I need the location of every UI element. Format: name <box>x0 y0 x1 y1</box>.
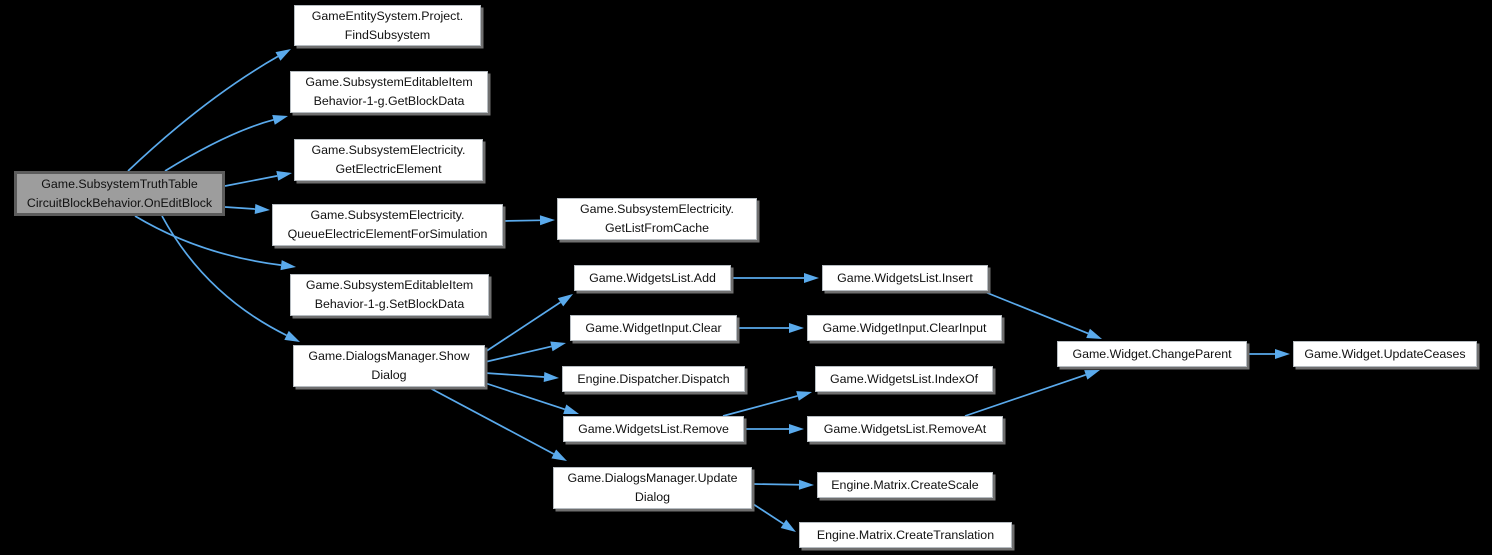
node-queue-electric-element-for-simulation[interactable]: Game.SubsystemElectricity. QueueElectric… <box>272 204 503 246</box>
arrowhead-icon <box>557 294 573 307</box>
edge-update-dialog--matrix-create-translation <box>749 501 796 532</box>
node-update-dialog[interactable]: Game.DialogsManager.Update Dialog <box>553 467 752 509</box>
edge-on-edit-block--get-electric-element <box>224 170 292 187</box>
edge-widgets-list-remove--widgets-list-index-of <box>722 391 812 417</box>
arrowhead-icon <box>275 49 291 61</box>
arrowhead-icon <box>1084 370 1100 380</box>
node-widgets-list-insert[interactable]: Game.WidgetsList.Insert <box>822 265 988 291</box>
edge-on-edit-block--get-block-data <box>164 115 288 172</box>
node-widgets-list-add[interactable]: Game.WidgetsList.Add <box>574 265 731 291</box>
edge-show-dialog--widgets-list-remove <box>484 382 579 415</box>
node-widgets-list-remove[interactable]: Game.WidgetsList.Remove <box>563 416 744 442</box>
edge-show-dialog--update-dialog <box>427 386 567 461</box>
node-show-dialog[interactable]: Game.DialogsManager.Show Dialog <box>293 345 485 387</box>
arrowhead-icon <box>789 424 804 434</box>
node-get-electric-element[interactable]: Game.SubsystemElectricity. GetElectricEl… <box>294 139 483 181</box>
node-widget-change-parent[interactable]: Game.Widget.ChangeParent <box>1057 341 1247 367</box>
node-on-edit-block: Game.SubsystemTruthTable CircuitBlockBeh… <box>14 171 225 216</box>
node-get-list-from-cache[interactable]: Game.SubsystemElectricity. GetListFromCa… <box>557 198 757 240</box>
node-get-block-data[interactable]: Game.SubsystemEditableItem Behavior-1-g.… <box>290 71 488 113</box>
edge-queue-electric-element-for-simulation--get-list-from-cache <box>502 215 555 226</box>
arrowhead-icon <box>284 330 300 342</box>
edge-update-dialog--matrix-create-scale <box>751 479 814 490</box>
arrowhead-icon <box>1086 328 1102 339</box>
edge-widgets-list-insert--widget-change-parent <box>984 291 1102 339</box>
arrowhead-icon <box>789 323 804 333</box>
arrowhead-icon <box>543 372 559 382</box>
edge-widgets-list-remove-at--widget-change-parent <box>964 370 1100 417</box>
node-widget-update-ceases[interactable]: Game.Widget.UpdateCeases <box>1293 341 1477 367</box>
arrowhead-icon <box>276 170 292 181</box>
edge-on-edit-block--show-dialog <box>161 215 300 342</box>
node-matrix-create-scale[interactable]: Engine.Matrix.CreateScale <box>817 472 993 498</box>
arrowhead-icon <box>272 115 288 125</box>
arrowhead-icon <box>539 215 555 226</box>
arrowhead-icon <box>780 519 796 532</box>
node-widget-input-clear[interactable]: Game.WidgetInput.Clear <box>570 315 737 341</box>
edge-on-edit-block--queue-electric-element-for-simulation <box>224 204 270 214</box>
node-widget-input-clear-input[interactable]: Game.WidgetInput.ClearInput <box>807 315 1002 341</box>
arrowhead-icon <box>796 391 812 401</box>
arrowhead-icon <box>1275 349 1290 359</box>
arrowhead-icon <box>254 204 270 214</box>
arrowhead-icon <box>804 273 819 283</box>
node-widgets-list-index-of[interactable]: Game.WidgetsList.IndexOf <box>815 366 993 392</box>
arrowhead-icon <box>551 449 567 461</box>
node-find-subsystem[interactable]: GameEntitySystem.Project. FindSubsystem <box>294 5 481 46</box>
edge-widgets-list-remove--widgets-list-remove-at <box>744 424 804 434</box>
edge-widget-change-parent--widget-update-ceases <box>1247 349 1290 359</box>
node-widgets-list-remove-at[interactable]: Game.WidgetsList.RemoveAt <box>807 416 1003 442</box>
arrowhead-icon <box>550 341 566 352</box>
edge-on-edit-block--set-block-data <box>134 215 296 271</box>
edge-widgets-list-add--widgets-list-insert <box>731 273 819 283</box>
arrowhead-icon <box>280 260 296 271</box>
arrowhead-icon <box>798 479 814 490</box>
edge-on-edit-block--find-subsystem <box>127 49 291 172</box>
node-dispatcher-dispatch[interactable]: Engine.Dispatcher.Dispatch <box>562 366 745 392</box>
arrowhead-icon <box>563 404 579 415</box>
node-matrix-create-translation[interactable]: Engine.Matrix.CreateTranslation <box>799 522 1012 548</box>
edge-widget-input-clear--widget-input-clear-input <box>737 323 804 333</box>
node-set-block-data[interactable]: Game.SubsystemEditableItem Behavior-1-g.… <box>290 274 489 316</box>
edge-show-dialog--widget-input-clear <box>484 341 566 363</box>
edge-show-dialog--widgets-list-add <box>484 294 573 353</box>
edge-show-dialog--dispatcher-dispatch <box>484 372 559 382</box>
